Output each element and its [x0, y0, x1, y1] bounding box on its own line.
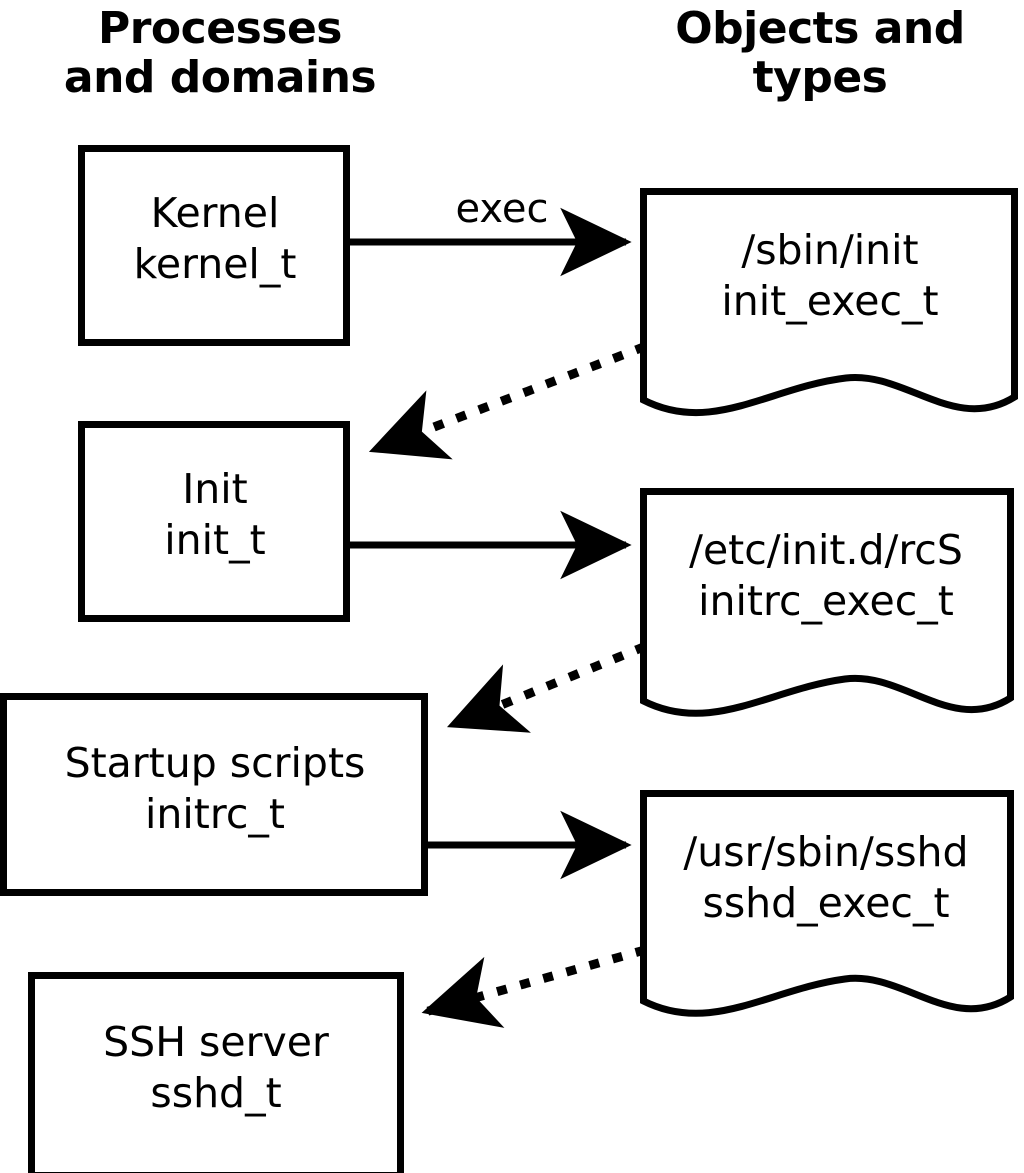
edge-label-exec: exec: [455, 186, 549, 232]
process-box-sshd[interactable]: [28, 972, 404, 1173]
process-box-initrc[interactable]: [0, 693, 428, 896]
object-doc-sshd-exec[interactable]: [640, 790, 1014, 1017]
column-header-processes: Processes and domains: [63, 3, 377, 104]
column-header-objects: Objects and types: [675, 3, 965, 104]
edge-init-exec-to-init: [368, 342, 647, 460]
process-box-kernel[interactable]: [78, 145, 350, 346]
object-doc-init-exec[interactable]: [640, 188, 1018, 417]
edge-sshd-exec-to-sshd: [421, 945, 647, 1028]
process-box-init[interactable]: [78, 421, 350, 622]
object-doc-initrc-exec[interactable]: [640, 488, 1014, 717]
edge-initrc-exec-to-initrc: [446, 642, 647, 733]
